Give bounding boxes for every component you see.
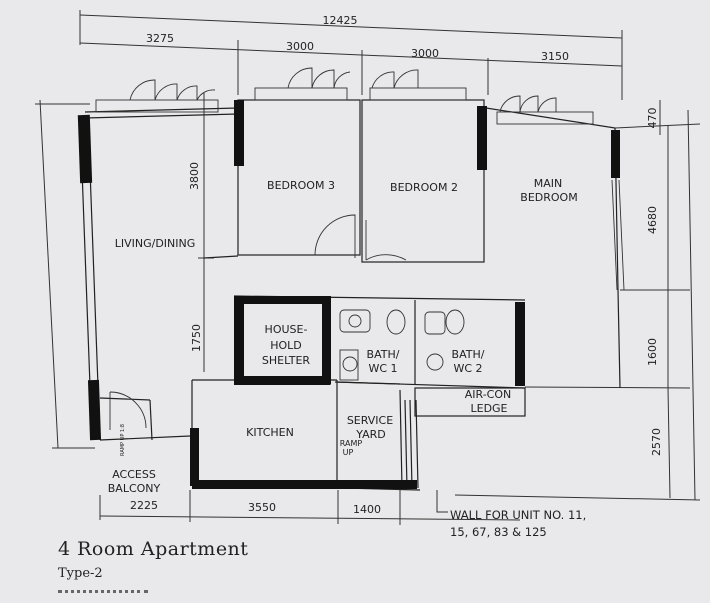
plan-title: 4 Room Apartment [58, 538, 249, 560]
label-shelter-line3: SHELTER [262, 354, 310, 367]
label-bath2-line1: BATH/ [452, 348, 485, 361]
dim-top-4: 3150 [541, 50, 569, 63]
windows [95, 67, 625, 291]
dimension-lines [35, 10, 701, 525]
fixtures [339, 309, 465, 381]
label-service-line1: SERVICE [347, 414, 393, 427]
dim-bottom-2: 3550 [248, 501, 276, 514]
dim-bottom-3: 1400 [353, 503, 381, 516]
dim-left-2: 1750 [190, 324, 203, 352]
dim-right-4: 2570 [650, 428, 663, 456]
label-shelter-line2: HOLD [270, 339, 302, 352]
doors [109, 214, 407, 430]
label-bedroom-2: BEDROOM 2 [390, 181, 458, 194]
dim-top-3: 3000 [411, 47, 439, 60]
label-main-bedroom-line1: MAIN [534, 177, 563, 190]
dim-top-1: 3275 [146, 32, 174, 45]
dim-right-2: 4680 [646, 206, 659, 234]
label-access-line2: BALCONY [108, 482, 161, 495]
note-line2: 15, 67, 83 & 125 [450, 525, 547, 539]
label-bath2-line2: WC 2 [453, 362, 482, 375]
structural-walls [77, 100, 620, 489]
label-access-line1: ACCESS [112, 468, 156, 481]
dim-left-1: 3800 [188, 162, 201, 190]
label-ramp-up-line1: RAMP [340, 439, 363, 448]
cut-off-text [58, 590, 148, 603]
plan-subtitle: Type-2 [58, 566, 103, 581]
label-ramp-up-line2: UP [343, 448, 354, 457]
note-line1: WALL FOR UNIT NO. 11, [450, 508, 586, 522]
label-bath1-line1: BATH/ [367, 348, 400, 361]
label-shelter-line1: HOUSE- [265, 323, 308, 336]
label-bath1-line2: WC 1 [368, 362, 397, 375]
dim-total-width: 12425 [323, 14, 358, 27]
label-kitchen: KITCHEN [246, 426, 294, 439]
walls [79, 99, 621, 491]
dim-right-3: 1600 [646, 338, 659, 366]
label-ramp-small: RAMP UP 1:8 [120, 424, 126, 456]
dim-top-2: 3000 [286, 40, 314, 53]
label-living-dining: LIVING/DINING [115, 237, 196, 250]
label-bedroom-3: BEDROOM 3 [267, 179, 335, 192]
label-service-line2: YARD [355, 428, 386, 441]
dim-bottom-1: 2225 [130, 499, 158, 512]
label-main-bedroom-line2: BEDROOM [520, 191, 577, 204]
label-aircon-line2: LEDGE [470, 402, 507, 415]
dim-right-1: 470 [646, 108, 659, 129]
label-aircon-line1: AIR-CON [465, 388, 512, 401]
